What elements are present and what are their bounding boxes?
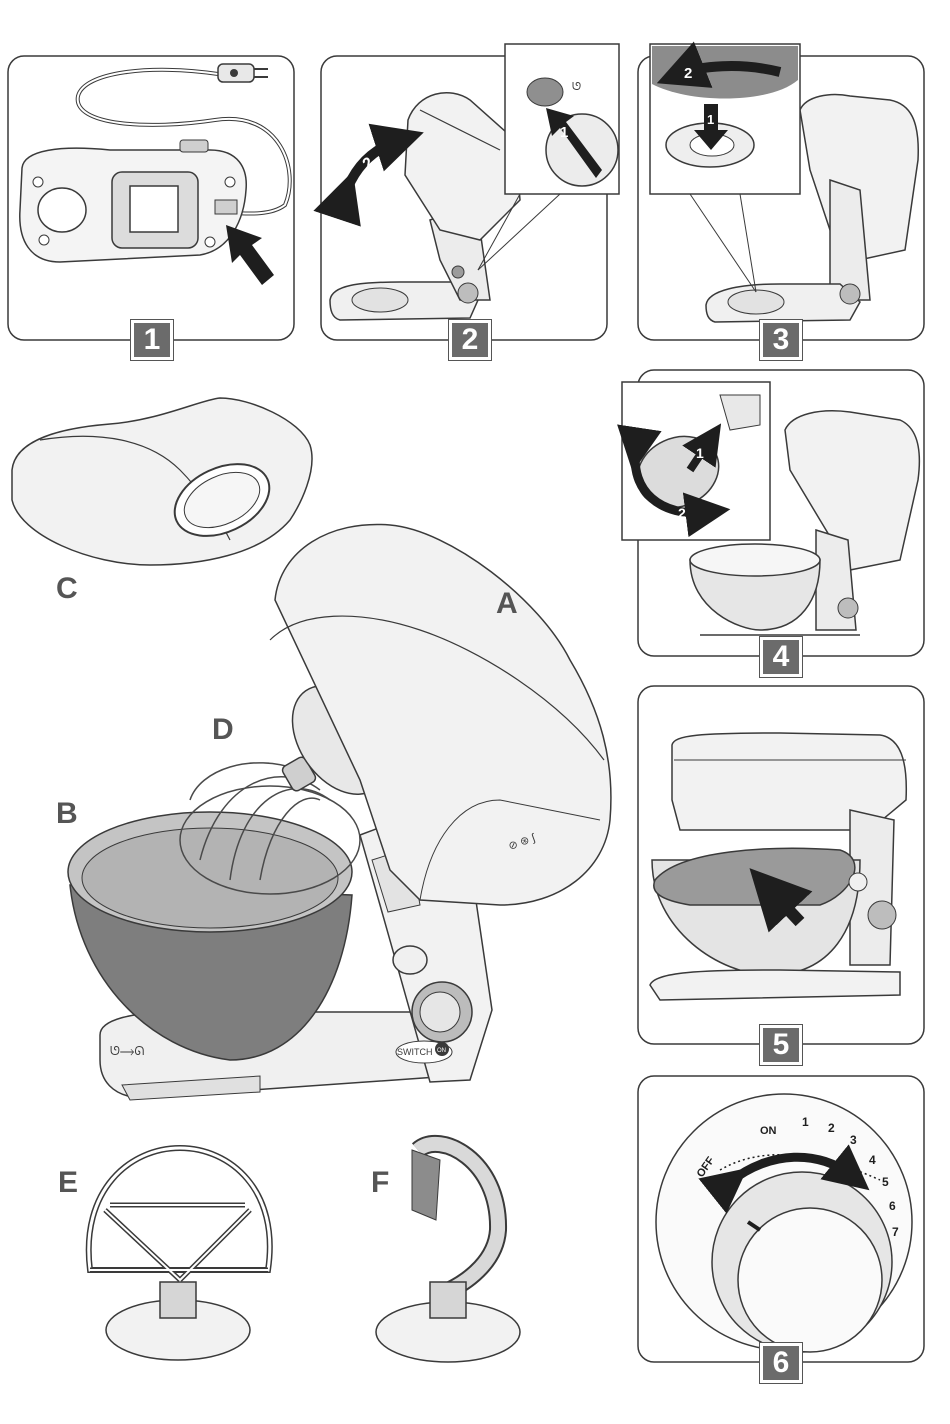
step-badge-6: 6 [760, 1343, 802, 1383]
dial-on-label: ON [760, 1125, 777, 1137]
step-badge-3: 3 [760, 320, 802, 360]
arrow-label-2: 2 [684, 65, 692, 82]
step-badge-4: 4 [760, 637, 802, 677]
panel-step-1 [8, 56, 294, 340]
part-label-a: A [496, 587, 518, 621]
dial-speed-2: 2 [828, 1121, 835, 1135]
panel-step-4: 1 2 [622, 370, 924, 656]
dial-speed-7: 7 [892, 1225, 899, 1239]
step-badge-5: 5 [760, 1025, 802, 1065]
step-badge-2: 2 [449, 320, 491, 360]
arrow-label-1: 1 [707, 112, 714, 127]
arrow-label-1: 1 [696, 445, 704, 461]
dial-speed-5: 5 [882, 1175, 889, 1189]
panel-step-3: 2 1 [638, 44, 924, 340]
flat-beater-illustration [89, 1148, 270, 1360]
part-label-b: B [56, 797, 78, 831]
dial-speed-1: 1 [802, 1115, 809, 1129]
panel-step-6: OFF ON 1 2 3 4 5 6 7 [638, 1076, 924, 1362]
arrow-label-2: 2 [678, 505, 686, 521]
svg-text:ᘎ⟶ᘏ: ᘎ⟶ᘏ [110, 1044, 144, 1058]
part-label-c: C [56, 572, 78, 606]
switch-on-logo: SWITCH ON [396, 1041, 452, 1063]
switch-on-suffix: ON [437, 1048, 446, 1054]
step-badge-1: 1 [131, 320, 173, 360]
part-label-f: F [371, 1166, 389, 1200]
dial-speed-4: 4 [869, 1153, 876, 1167]
svg-text:ᘎ: ᘎ [572, 81, 581, 93]
splash-guard-illustration [12, 398, 312, 565]
part-label-e: E [58, 1166, 78, 1200]
dough-hook-illustration [376, 1144, 520, 1362]
switch-on-prefix: SWITCH [397, 1047, 433, 1057]
panel-step-2: 2 ᘎ 1 [321, 44, 619, 340]
mixer-base-underside [20, 140, 246, 262]
dial-speed-6: 6 [889, 1199, 896, 1213]
part-label-d: D [212, 713, 234, 747]
stand-mixer-illustration: SWITCH ON ⊘ ⊛ ∫ ᘎ⟶ᘏ [68, 524, 611, 1100]
panel-step-5 [638, 686, 924, 1044]
arrow-label-1: 1 [560, 124, 568, 141]
dial-speed-3: 3 [850, 1133, 857, 1147]
